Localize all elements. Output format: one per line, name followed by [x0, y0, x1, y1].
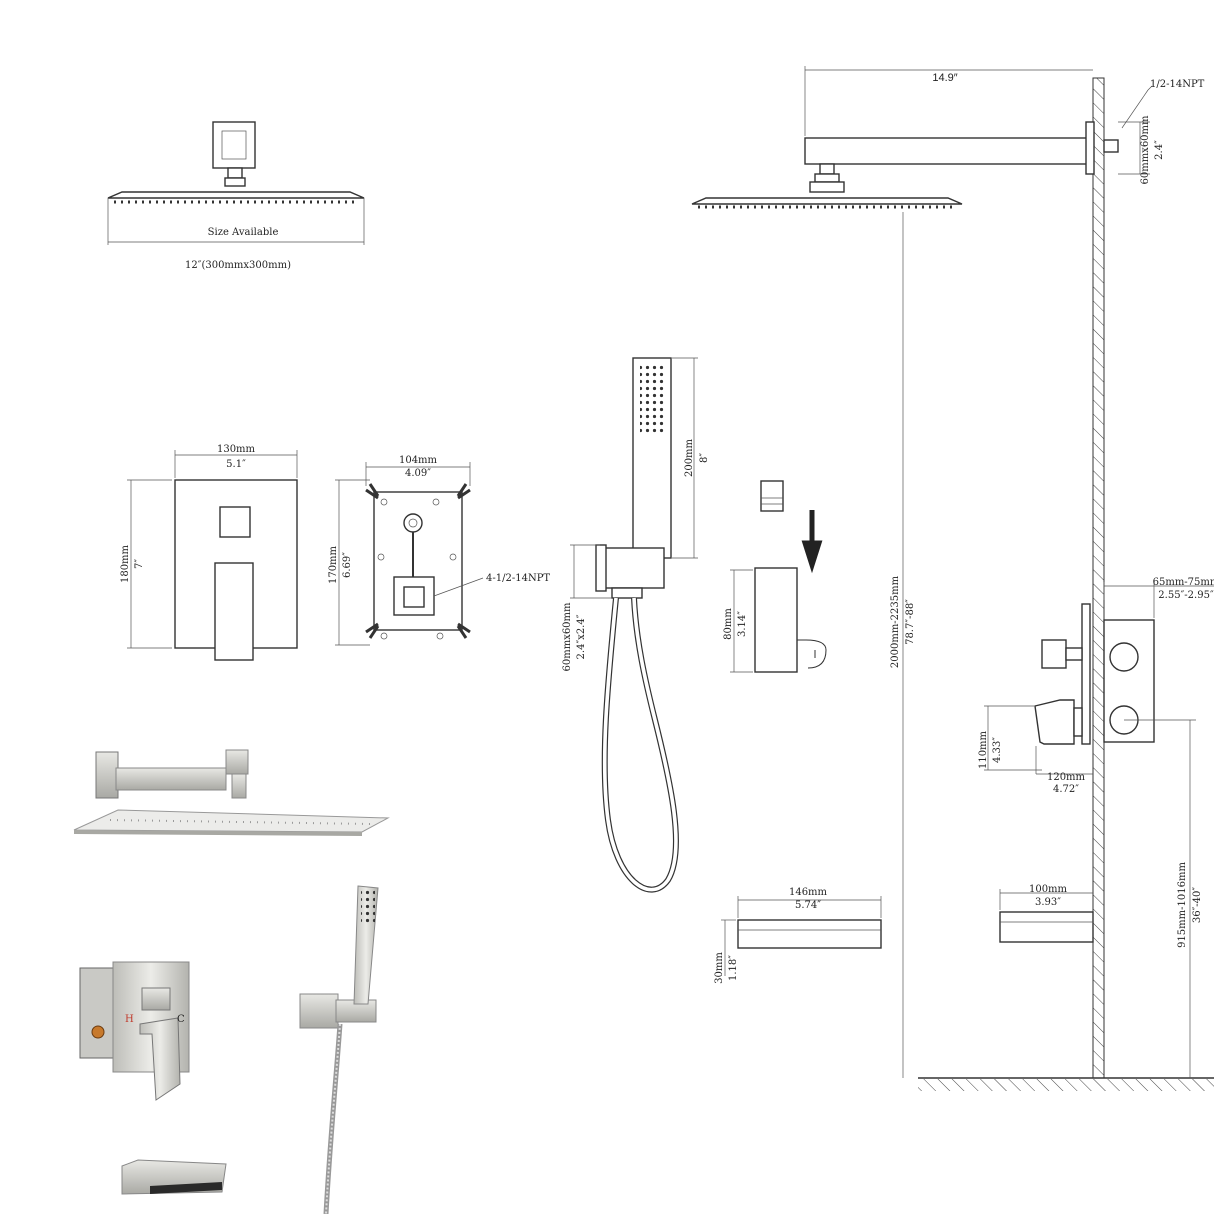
spout-side: [999, 911, 1094, 943]
spout-projection-mm: 100mm: [1029, 884, 1068, 895]
spout-height-mm: 30mm: [714, 952, 725, 984]
diverter-side: [1041, 639, 1067, 669]
spout-body: [737, 919, 882, 949]
flange-size-mm: 60mmx60mm: [1140, 115, 1151, 185]
valve-floor-height-mm: 915mm-1016mm: [1177, 862, 1188, 948]
render-spray-face: [361, 890, 375, 924]
product-render-showerhead: [73, 749, 390, 836]
inlet-label: 1/2-14NPT: [1150, 79, 1205, 90]
hot-label: H: [125, 1014, 134, 1025]
valve-width-mm: 104mm: [399, 455, 438, 466]
spout-height-in: 1.18″: [728, 955, 739, 981]
render-rain-head: [73, 809, 390, 833]
handshower-holder: [601, 547, 665, 589]
valve-port-upper: [1109, 642, 1139, 672]
bracket-height-mm: 80mm: [723, 608, 734, 640]
head-connector: [212, 121, 256, 169]
valve-floor-height-in: 36″-40″: [1192, 887, 1203, 924]
trim-height-mm: 180mm: [120, 544, 131, 583]
adapter: [760, 480, 784, 512]
valve-trim-height-in: 4.33″: [992, 737, 1003, 763]
head-nut: [224, 177, 246, 187]
bracket-body: [754, 567, 798, 673]
cartridge-stem: [403, 586, 425, 608]
handshower-length-mm: 200mm: [684, 438, 695, 477]
trim-height-in: 7″: [134, 559, 145, 569]
diverter-knob: [219, 506, 251, 538]
spout-projection-in: 3.93″: [1035, 897, 1061, 908]
floor-hatch: [918, 1079, 1214, 1091]
cold-label: C: [177, 1014, 185, 1025]
render-wall-flange: [95, 751, 119, 799]
valve-height-mm: 170mm: [328, 545, 339, 584]
valve-trim-height-mm: 110mm: [978, 730, 989, 769]
spout-width-mm: 146mm: [789, 887, 828, 898]
wall-depth-mm: 65mm-75mm: [1153, 577, 1214, 588]
down-arrow: [801, 510, 823, 574]
valve-body-drawing: 104mm 4.09″ 170mm 6.69″ 4-1/2-14NPT: [328, 455, 550, 646]
valve-trim-depth-mm: 120mm: [1047, 772, 1086, 783]
holder-bracket-drawing: 80mm 3.14″: [723, 480, 827, 673]
flange-size-in: 2.4″: [1154, 140, 1165, 160]
hose-nut: [611, 587, 643, 599]
head-plate: [107, 191, 365, 199]
handshower-drawing: 200mm 8″ 60mmx60mm 2.4″x2.4″: [562, 357, 710, 893]
inlet-nipple: [1103, 139, 1119, 153]
trim-width-in: 5.1″: [226, 459, 246, 470]
holder-size-mm: 60mmx60mm: [562, 602, 573, 672]
elevation-head-plate: [691, 197, 963, 205]
spout-width-in: 5.74″: [795, 900, 821, 911]
product-render-handshower: [299, 885, 379, 1214]
tub-spout-drawing: 146mm 5.74″ 30mm 1.18″: [714, 887, 882, 984]
valve-height-in: 6.69″: [342, 552, 353, 578]
valve-trim-side: [1081, 603, 1091, 745]
head-swivel: [227, 167, 243, 179]
render-arm: [115, 767, 227, 791]
head-height-mm: 2000mm-2235mm: [890, 575, 901, 668]
handshower-spray-face: [640, 364, 666, 434]
shower-arm: [804, 137, 1088, 165]
rain-head-topview: Size Available 12″(300mmx300mm): [107, 121, 365, 271]
valve-port-label: 4-1/2-14NPT: [486, 573, 550, 584]
wall: [1092, 77, 1105, 1079]
product-render-valve: H C: [79, 961, 190, 1101]
lever-handle: [214, 562, 254, 661]
trim-plate-drawing: 130mm 5.1″ 180mm 7″: [120, 444, 298, 661]
render-trim-plate: [112, 961, 190, 1073]
lever-side: [1034, 699, 1075, 745]
arm-length: 14.9″: [932, 72, 957, 84]
bracket-hook: [797, 639, 827, 669]
render-lever: [139, 1017, 181, 1101]
wall-flange: [1085, 121, 1095, 175]
mounting-tabs: [365, 483, 471, 639]
render-holder: [299, 993, 339, 1029]
render-brass-port: [91, 1025, 105, 1039]
trim-width-mm: 130mm: [217, 444, 256, 455]
head-height-in: 78.7″-88″: [905, 599, 916, 645]
bracket-height-in: 3.14″: [737, 611, 748, 637]
handshower-length-in: 8″: [699, 453, 710, 463]
valve-width-in: 4.09″: [405, 468, 431, 479]
valve-trim-depth-in: 4.72″: [1053, 784, 1079, 795]
installation-elevation: 14.9″ 1/2-14NPT 60mmx60mm 2.4″ 2000mm-22…: [691, 66, 1214, 1091]
top-port: [403, 513, 423, 533]
head-connector-inner: [221, 130, 247, 160]
product-render-spout: [121, 1159, 227, 1195]
holder-size-in: 2.4″x2.4″: [576, 614, 587, 659]
render-diverter: [141, 987, 171, 1011]
size-label: 12″(300mmx300mm): [185, 260, 291, 271]
wall-depth-in: 2.55″-2.95″: [1158, 590, 1214, 601]
size-available-label: Size Available: [208, 227, 279, 238]
